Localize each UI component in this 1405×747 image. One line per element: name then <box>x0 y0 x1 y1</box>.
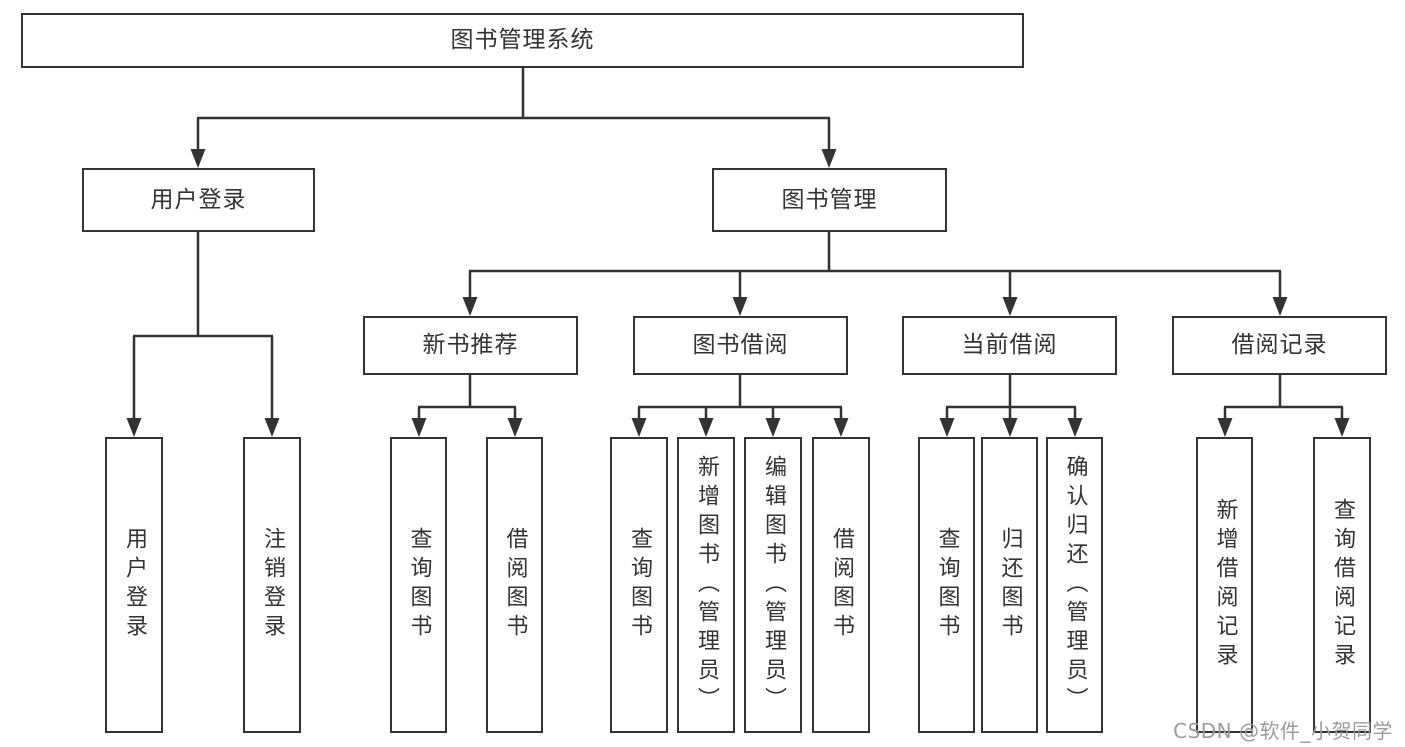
leaf-user-login: 用户登录 <box>105 437 163 733</box>
node-current-borrow: 当前借阅 <box>902 316 1117 375</box>
arrow-down-icon <box>1334 418 1350 437</box>
arrow-down-icon <box>411 418 427 437</box>
arrow-down-icon <box>833 418 849 437</box>
node-library-management-system: 图书管理系统 <box>21 13 1024 68</box>
arrow-down-icon <box>631 418 647 437</box>
leaf-query-borrow-record: 查询借阅记录 <box>1313 437 1371 733</box>
node-book-management: 图书管理 <box>712 168 947 232</box>
leaf-confirm-return-admin: 确认归还（管理员） <box>1046 437 1103 733</box>
arrow-down-icon <box>507 418 523 437</box>
leaf-borrow-books-recommend: 借阅图书 <box>486 437 543 733</box>
arrow-down-icon <box>1002 297 1018 316</box>
leaf-borrow-books: 借阅图书 <box>812 437 870 733</box>
leaf-add-book-admin: 新增图书（管理员） <box>677 437 735 733</box>
node-borrow-records: 借阅记录 <box>1172 316 1387 375</box>
arrow-down-icon <box>264 418 280 437</box>
arrow-down-icon <box>190 149 206 168</box>
leaf-query-books-borrow: 查询图书 <box>610 437 668 733</box>
node-new-book-recommend: 新书推荐 <box>363 316 578 375</box>
arrow-down-icon <box>462 297 478 316</box>
leaf-return-book: 归还图书 <box>981 437 1038 733</box>
arrow-down-icon <box>765 418 781 437</box>
arrow-down-icon <box>939 418 955 437</box>
arrow-down-icon <box>126 418 142 437</box>
arrow-down-icon <box>1217 418 1233 437</box>
arrow-down-icon <box>1002 418 1018 437</box>
arrow-down-icon <box>732 297 748 316</box>
leaf-logout: 注销登录 <box>243 437 301 733</box>
arrow-down-icon <box>821 149 837 168</box>
arrow-down-icon <box>1067 418 1083 437</box>
csdn-watermark: CSDN @软件_小贺同学 <box>1173 719 1393 743</box>
leaf-query-books-recommend: 查询图书 <box>390 437 447 733</box>
leaf-edit-book-admin: 编辑图书（管理员） <box>744 437 802 733</box>
arrow-down-icon <box>1272 297 1288 316</box>
node-book-borrow: 图书借阅 <box>633 316 848 375</box>
leaf-query-books-current: 查询图书 <box>918 437 975 733</box>
leaf-add-borrow-record: 新增借阅记录 <box>1196 437 1253 733</box>
arrow-down-icon <box>698 418 714 437</box>
node-user-login: 用户登录 <box>82 168 315 232</box>
